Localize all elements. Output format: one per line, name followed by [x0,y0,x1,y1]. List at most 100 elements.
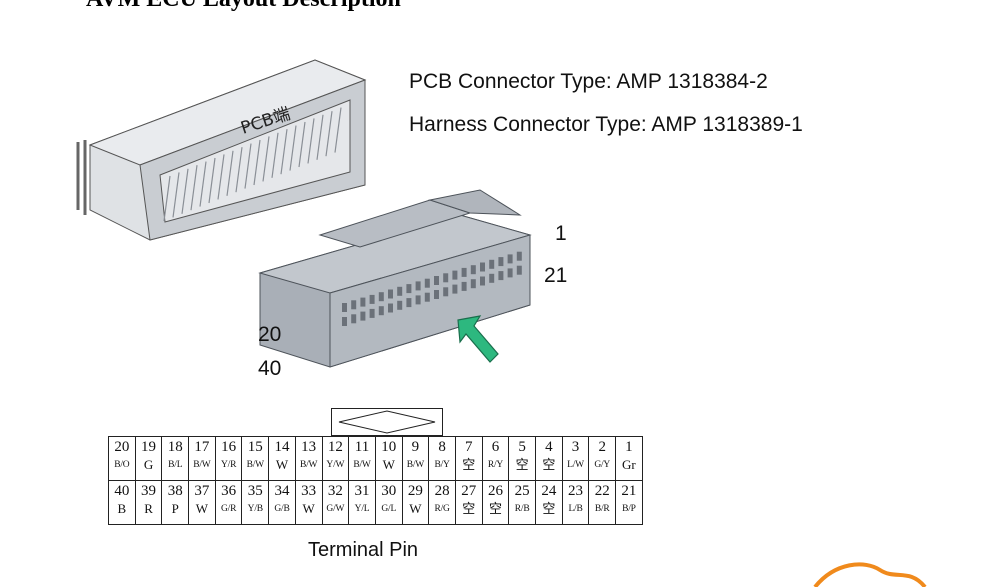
insertion-arrow-icon [457,315,499,363]
pin-number: 18 [167,439,183,455]
pin-number: 35 [247,483,263,499]
wire-color: L/B [568,504,583,514]
pin-number: 6 [491,439,500,455]
wire-color: G/W [326,504,345,514]
wire-color: B/L [168,460,183,470]
pin-number: 19 [141,439,157,455]
pin-number: 40 [114,483,130,499]
wire-color: Y/B [247,504,263,514]
pin-callout-21: 21 [544,264,568,287]
wire-color: W [382,457,395,472]
pin-number: 28 [434,483,450,499]
pin-number: 12 [327,439,343,455]
pin-number: 1 [625,439,633,455]
wire-color: W [275,457,289,472]
wire-color: W [302,501,315,516]
pin-number: 7 [465,439,473,455]
wire-color: G/R [220,504,237,514]
wire-color: B [117,501,127,516]
harness-connector-image [258,189,532,368]
pin-number: 5 [518,439,526,455]
pin-number: 36 [221,483,237,499]
wire-color: R [144,501,153,516]
wire-color: W [195,501,209,516]
pin-callout-40: 40 [258,357,282,380]
pin-number: 37 [194,483,210,499]
wire-color: 空 [542,457,556,472]
wire-color: B/R [594,504,610,514]
pin-number: 29 [407,483,423,499]
pin-number: 33 [301,483,317,499]
pin-number: 34 [274,483,290,499]
pin-number: 14 [274,439,290,455]
wire-color: B/W [353,460,371,470]
wire-color: B/W [193,460,211,470]
document-title: AVM ECU Layout Description [86,0,401,13]
pin-callout-1: 1 [555,222,567,245]
pin-cell: 24 空 [535,480,563,525]
wire-color: Gr [622,457,636,472]
wire-color: B/P [622,504,636,514]
wire-color: R/Y [487,460,504,470]
table-caption: Terminal Pin [308,539,419,561]
wire-color: R/G [434,504,450,514]
pin-number: 24 [541,483,557,499]
harness-connector-type: Harness Connector Type: AMP 1318389-1 [409,113,803,136]
wire-color: G/L [381,504,397,514]
pin-number: 3 [571,439,580,455]
wire-color: B/O [114,460,130,470]
wire-color: W [409,501,422,516]
wire-color: B/W [299,460,318,470]
wire-color: Y/R [220,460,237,470]
pin-number: 31 [354,483,370,499]
pin-number: 16 [221,439,237,455]
pin-number: 13 [301,439,317,455]
wire-color: 空 [542,501,556,516]
wire-color: R/B [514,504,530,514]
wire-color: 空 [462,501,476,516]
pin-number: 25 [514,483,530,499]
wire-color: 空 [462,457,476,472]
pin-number: 39 [141,483,157,499]
wire-color: B/Y [434,460,450,470]
pcb-connector-type: PCB Connector Type: AMP 1318384-2 [409,70,768,93]
wire-color: 空 [515,457,529,472]
wire-color: Y/W [326,460,345,470]
pin-number: 17 [194,439,210,455]
connector-key-marker [331,408,443,436]
pin-number: 9 [411,439,420,455]
